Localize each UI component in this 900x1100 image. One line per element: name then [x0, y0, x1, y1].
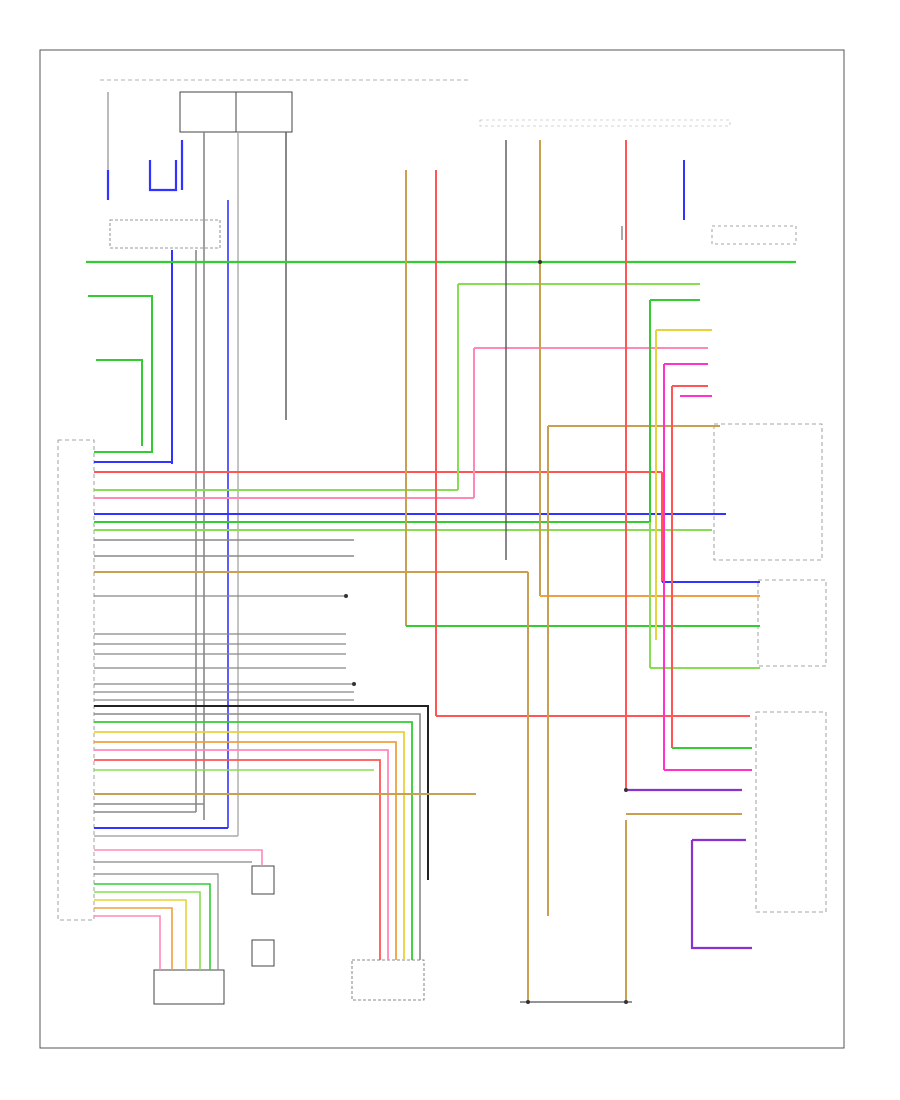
- upper-dashed-rail: [479, 119, 731, 127]
- neutral-start-switch: [711, 225, 797, 245]
- engine-control-module: [57, 439, 95, 921]
- transfer-position-switch: [757, 579, 827, 667]
- diagram-frame: [39, 49, 845, 1049]
- ground-connector-left: [251, 865, 275, 895]
- data-link-connector: [153, 969, 225, 1005]
- ground-connector-right: [251, 939, 275, 967]
- transmission-fuse-box: [109, 219, 221, 249]
- combination-meter-connector: [351, 959, 425, 1001]
- overdrive-switch-box: [713, 423, 823, 561]
- pattern-select-switch: [755, 711, 827, 913]
